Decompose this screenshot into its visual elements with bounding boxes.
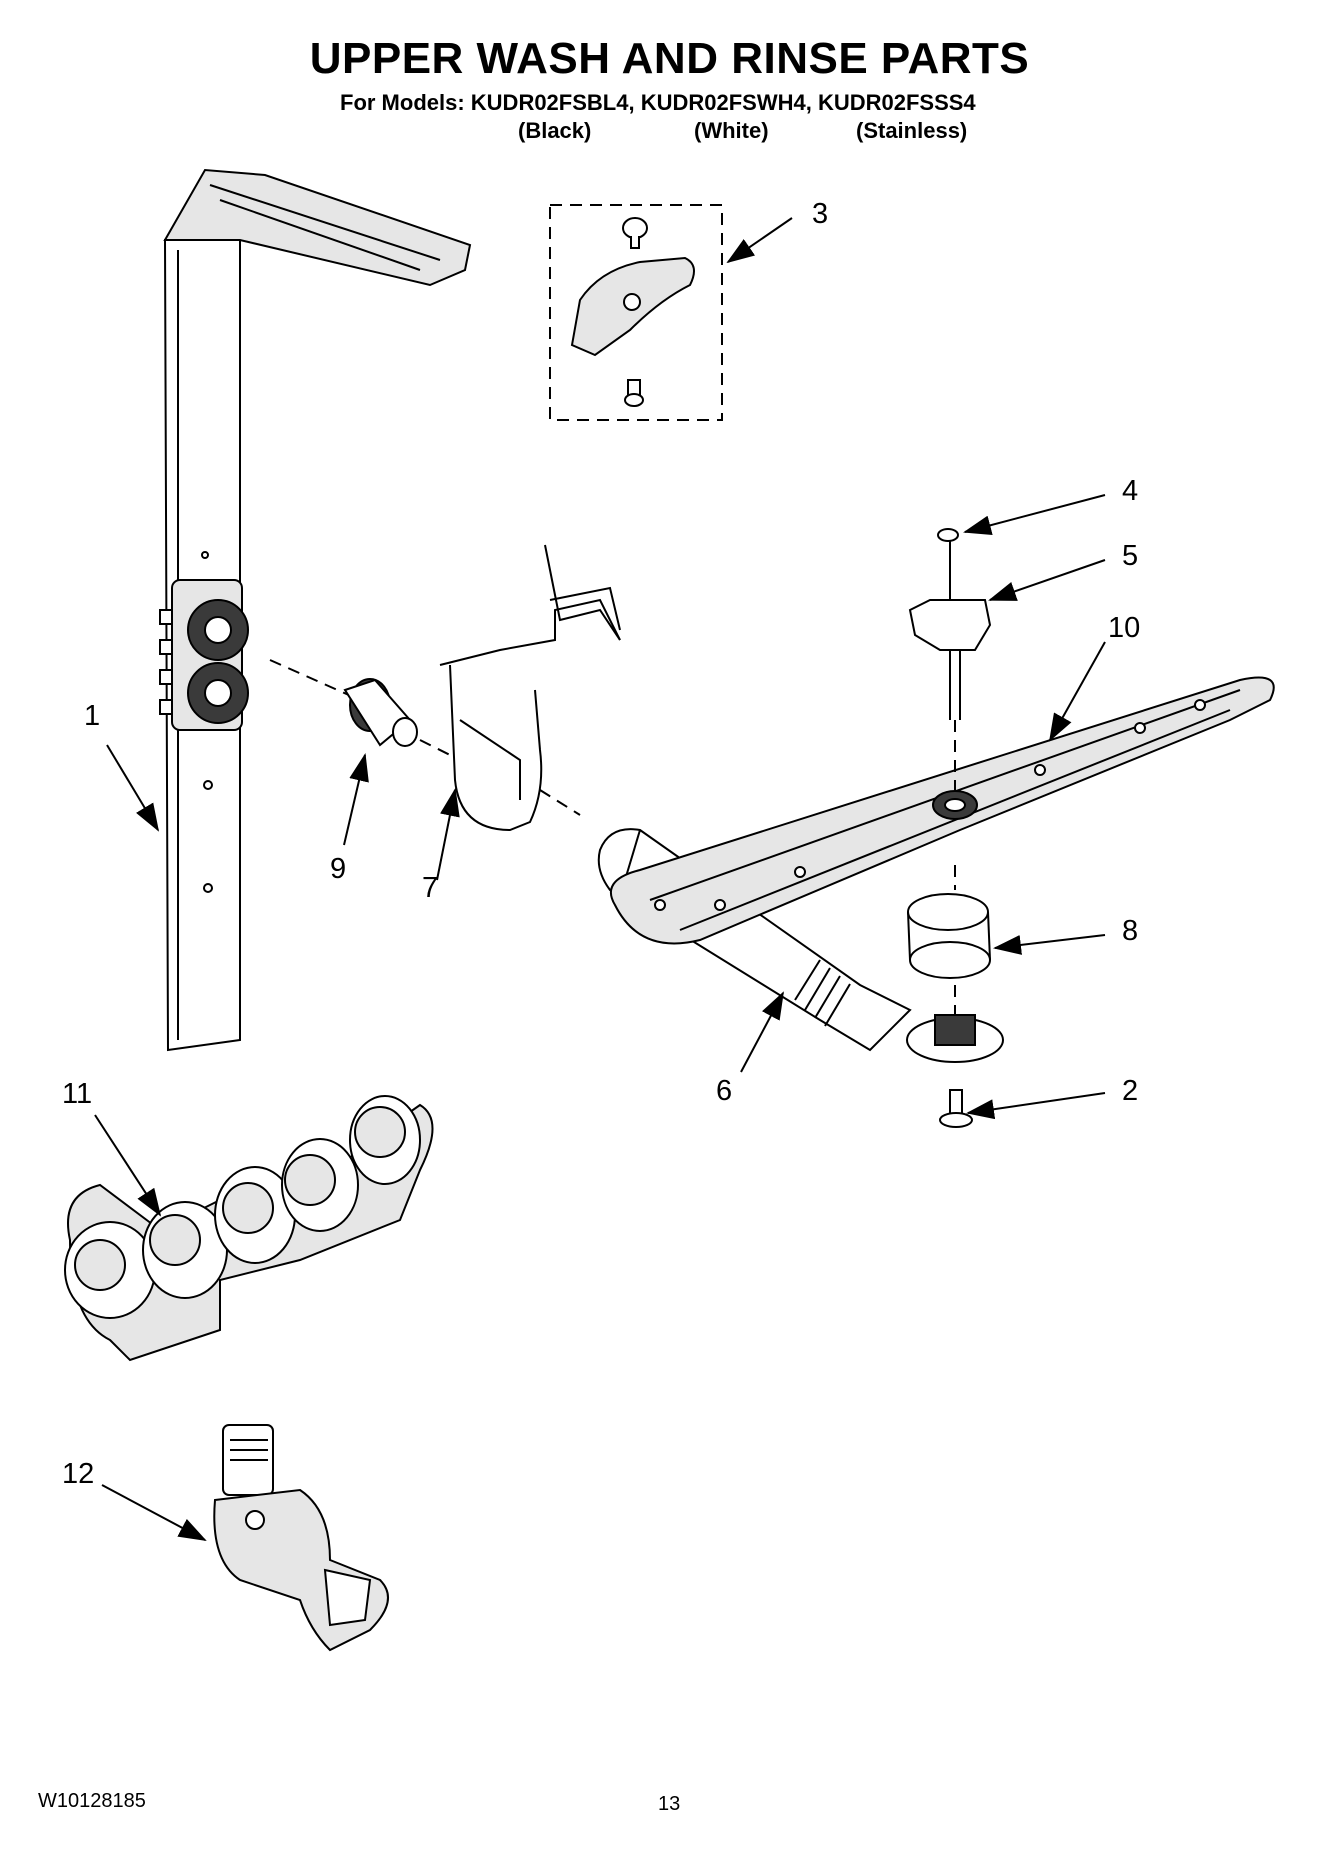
callout-7: 7: [422, 872, 439, 904]
leader-arrows: [94, 217, 1106, 1541]
variant-white: (White): [694, 118, 769, 143]
part-2-bearing-screw: [906, 985, 1004, 1128]
doc-number: W10128185: [38, 1790, 146, 1812]
part-12-diverter: [213, 1424, 389, 1652]
callout-1: 1: [84, 700, 101, 732]
callout-5: 5: [1122, 540, 1139, 572]
part-3-bracket-kit: [549, 204, 723, 421]
part-8-ring: [907, 865, 991, 979]
callout-4: 4: [1122, 475, 1139, 507]
part-11-spray-manifold: [64, 1095, 434, 1362]
callout-10: 10: [1108, 612, 1141, 644]
callout-8: 8: [1122, 915, 1139, 947]
page-title: UPPER WASH AND RINSE PARTS: [309, 34, 1030, 83]
callout-6: 6: [716, 1075, 733, 1107]
part-10-spray-arm: [609, 676, 1275, 945]
callout-9: 9: [330, 853, 347, 885]
variant-stainless: (Stainless): [856, 118, 968, 143]
models-line: For Models: KUDR02FSBL4, KUDR02FSWH4, KU…: [340, 90, 976, 115]
callout-2: 2: [1122, 1075, 1139, 1107]
part-7-wire-clip: [439, 544, 621, 832]
part-5-hub: [908, 528, 992, 790]
part-9-nozzle: [269, 659, 451, 756]
part-1-supply-tube: [159, 168, 472, 1052]
callout-11: 11: [62, 1078, 93, 1110]
page-number: 13: [658, 1793, 681, 1815]
callout-12: 12: [62, 1458, 95, 1490]
variant-black: (Black): [518, 118, 592, 143]
callout-3: 3: [812, 198, 829, 230]
